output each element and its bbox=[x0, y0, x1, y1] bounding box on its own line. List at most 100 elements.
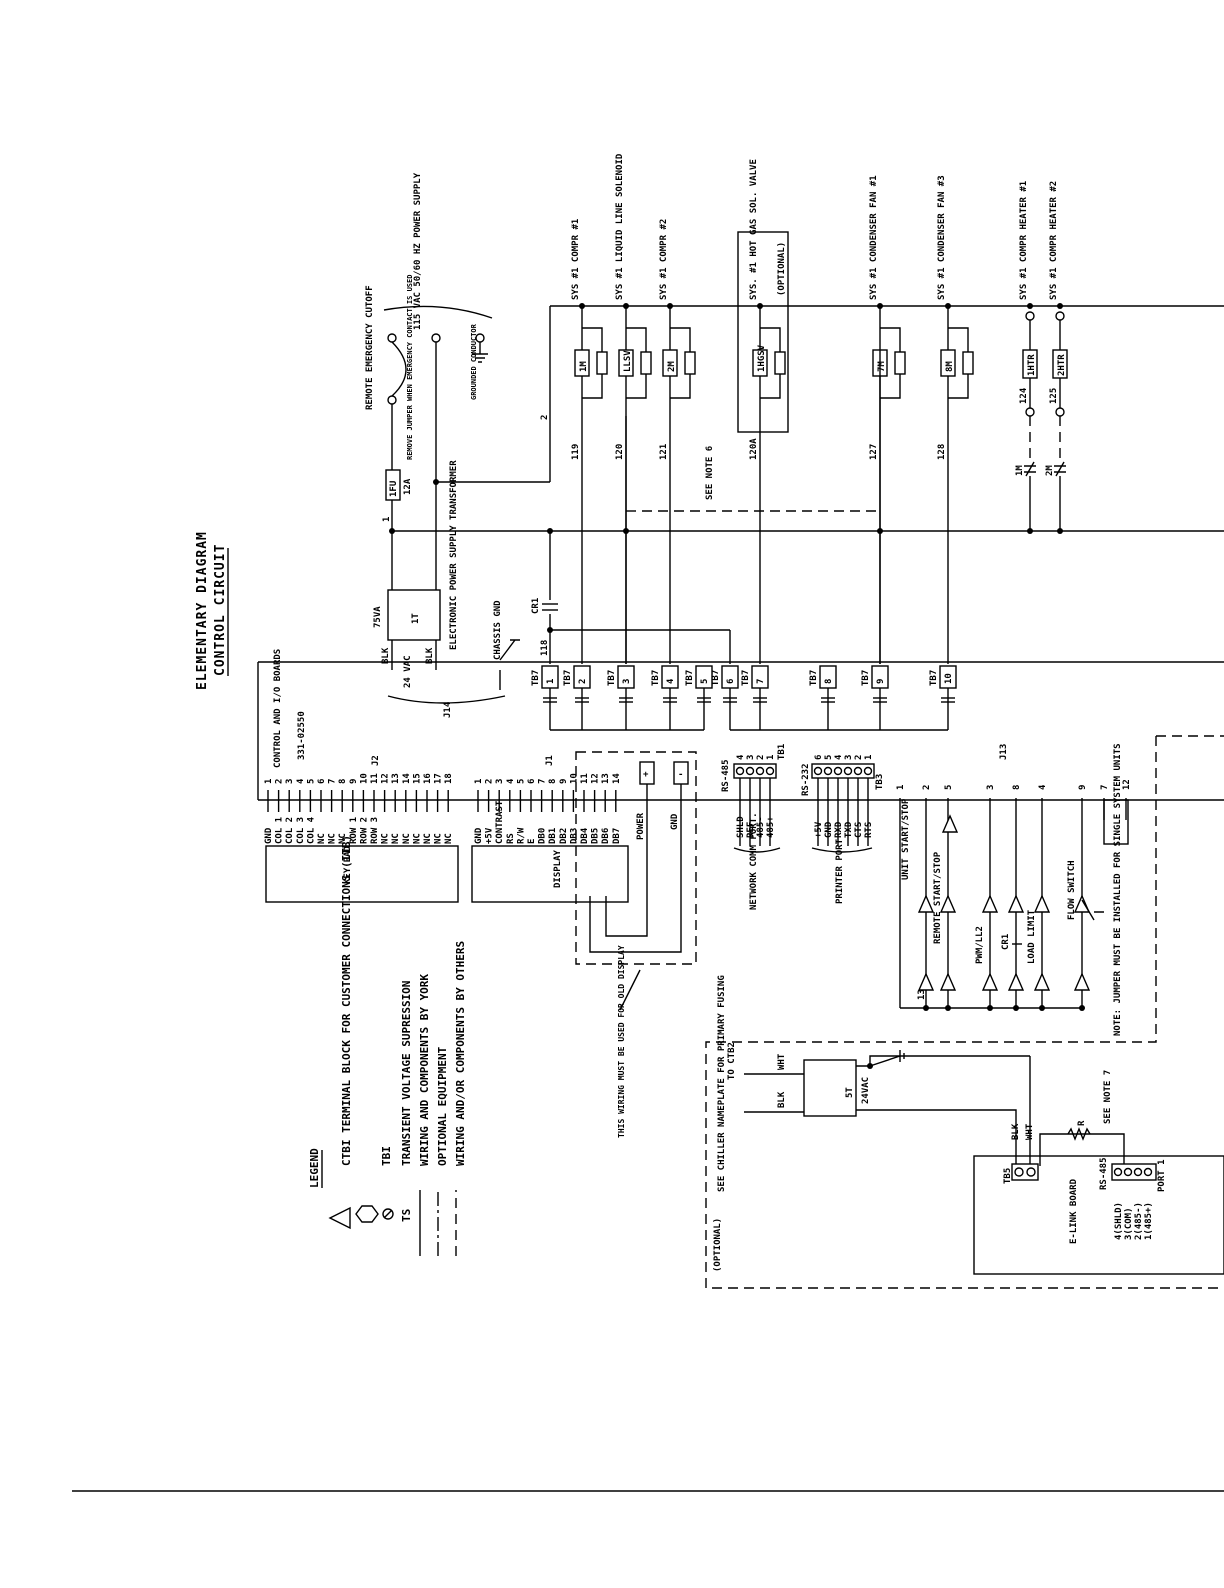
j1-pin-11: 11 bbox=[580, 773, 590, 784]
st-secondary bbox=[856, 1055, 1030, 1067]
j1-signal-12: DB5 bbox=[591, 828, 601, 844]
j2-signal-6: NC bbox=[317, 833, 327, 844]
rung-124-term-top bbox=[1025, 311, 1035, 321]
tb3-pin-5 bbox=[823, 766, 833, 776]
j1-signal-13: DB6 bbox=[601, 828, 611, 844]
r-label: R bbox=[1077, 1120, 1087, 1126]
wire-1-label: 1 bbox=[382, 517, 392, 522]
tb1-pin-3 bbox=[745, 766, 755, 776]
rung-125-label: SYS #1 COMPR HEATER #2 bbox=[1049, 181, 1059, 300]
j1-label: J1 bbox=[545, 755, 555, 766]
tb7-number-3: 3 bbox=[622, 679, 632, 684]
j1-pin-13: 13 bbox=[601, 773, 611, 784]
st-vac-label: 24VAC bbox=[861, 1077, 871, 1104]
rung-128-device-label: 8M bbox=[945, 361, 955, 372]
j1-signal-6: E bbox=[527, 839, 537, 844]
board-part: 331-02550 bbox=[297, 711, 307, 760]
rung-125-rail-node bbox=[1057, 528, 1063, 534]
blk-label-1: BLK bbox=[381, 647, 391, 664]
j2-signal-18: NC bbox=[444, 833, 454, 844]
j2-pin-18: 18 bbox=[444, 773, 454, 784]
j2-label: J2 bbox=[371, 755, 381, 766]
j1-signal-8: DB1 bbox=[548, 828, 558, 844]
j1-pin-14: 14 bbox=[612, 773, 622, 784]
j2-signal-9: ROW 1 bbox=[349, 817, 359, 844]
j13-pin-8: 8 bbox=[1012, 785, 1022, 790]
j13-node-2 bbox=[987, 1005, 993, 1011]
diagram-subtitle: CONTROL CIRCUIT bbox=[213, 544, 228, 676]
load-limit-label: LOAD LIMIT bbox=[1027, 909, 1037, 964]
legend-heading: LEGEND bbox=[308, 1148, 321, 1188]
blk-secondary-label: BLK bbox=[1011, 1123, 1021, 1140]
cr1-j13-label: CR1 bbox=[1001, 934, 1011, 950]
j1-pin-7: 7 bbox=[538, 779, 548, 784]
j2-pin-1: 1 bbox=[264, 779, 274, 784]
j13-label: J13 bbox=[999, 744, 1009, 760]
tb1-name: RS-485 bbox=[721, 759, 731, 792]
j2-signal-13: NC bbox=[391, 833, 401, 844]
display-box bbox=[471, 845, 629, 903]
elink-port-pin-2 bbox=[1133, 1167, 1143, 1177]
hgsv-optional-box bbox=[737, 231, 789, 433]
j2-signal-1: GND bbox=[264, 827, 274, 844]
vac-label: 24 VAC bbox=[403, 655, 413, 688]
tb3-num-4: 4 bbox=[834, 754, 844, 760]
j14-brace bbox=[387, 695, 506, 704]
tb5-wire-2 bbox=[856, 1109, 1017, 1166]
tb1-pin-2 bbox=[755, 766, 765, 776]
st-ground bbox=[869, 1050, 905, 1067]
r-wire bbox=[1039, 1133, 1125, 1166]
tb3-signal-5: GND bbox=[824, 821, 834, 838]
j1-pin-3: 3 bbox=[495, 779, 505, 784]
elink-port-pin-1 bbox=[1143, 1167, 1153, 1177]
remote-start-stop-label: REMOTE START/STOP bbox=[933, 851, 943, 944]
rung-125-wire-label: 125 bbox=[1049, 388, 1059, 404]
j13-pin-7: 7 bbox=[1100, 785, 1110, 790]
fuse-rating: 12A bbox=[403, 478, 413, 495]
display-label: DISPLAY bbox=[553, 849, 563, 888]
transformer-va: 75VA bbox=[373, 606, 383, 628]
elink-board-label: E-LINK BOARD bbox=[1069, 1178, 1079, 1244]
j13-pin-1: 1 bbox=[896, 785, 906, 790]
ground-label: GROUNDED CONDUCTOR bbox=[470, 323, 478, 400]
rung-125-top-node bbox=[1057, 303, 1063, 309]
tb7-label-10: TB7 bbox=[929, 670, 939, 686]
j2-signal-11: ROW 3 bbox=[370, 817, 380, 844]
tb7-label-1: TB7 bbox=[531, 670, 541, 686]
legend-item-ctbi: CTBI TERMINAL BLOCK FOR CUSTOMER CONNECT… bbox=[340, 835, 353, 1166]
j13-node-0 bbox=[923, 1005, 929, 1011]
jumper-box bbox=[1103, 799, 1129, 845]
fuse-1fu bbox=[385, 469, 401, 501]
ground-symbol bbox=[472, 342, 488, 363]
j13-pin-12: 12 bbox=[1122, 779, 1132, 790]
tb5-pin-2 bbox=[1026, 1167, 1036, 1177]
legend-item-york: WIRING AND COMPONENTS BY YORK bbox=[418, 974, 431, 1166]
rung-125-device-label: 2HTR bbox=[1057, 354, 1067, 376]
tb7-number-5: 5 bbox=[700, 679, 710, 684]
gnd-wire bbox=[589, 784, 682, 953]
tb3-signal-2: CTS bbox=[854, 822, 864, 838]
power-supply-label: 115 VAC 50/60 HZ POWER SUPPLY bbox=[413, 172, 423, 330]
transformer-1t bbox=[387, 589, 441, 641]
wire-2-label: 2 bbox=[540, 415, 550, 420]
j2-signal-3: COL 2 bbox=[285, 817, 295, 844]
note6-label: SEE NOTE 6 bbox=[705, 446, 715, 500]
tb1-signal-2: 485- bbox=[756, 816, 766, 838]
j13-ctb-triangle-5 bbox=[1073, 972, 1091, 991]
rung-125-term-top bbox=[1055, 311, 1065, 321]
j13-pin-5: 5 bbox=[944, 785, 954, 790]
term-l bbox=[387, 333, 397, 343]
j13-wire-13-label: 13 bbox=[917, 989, 927, 1000]
elink-port-pin-label-1: 1(485+) bbox=[1144, 1202, 1154, 1240]
tb1-signal-3: REF bbox=[746, 822, 756, 838]
rung-127-ts bbox=[894, 351, 906, 375]
rung-127-device-label: 7M bbox=[877, 361, 887, 372]
node-118 bbox=[547, 627, 553, 633]
tb5-pin-1 bbox=[1014, 1167, 1024, 1177]
j13-pin-2: 2 bbox=[922, 785, 932, 790]
unit-switch-triangle bbox=[941, 814, 959, 833]
rung-120-wire-label: 120 bbox=[615, 444, 625, 460]
tb1-signal-1: 485+ bbox=[766, 816, 776, 838]
tb1-tag: TB1 bbox=[777, 744, 787, 760]
